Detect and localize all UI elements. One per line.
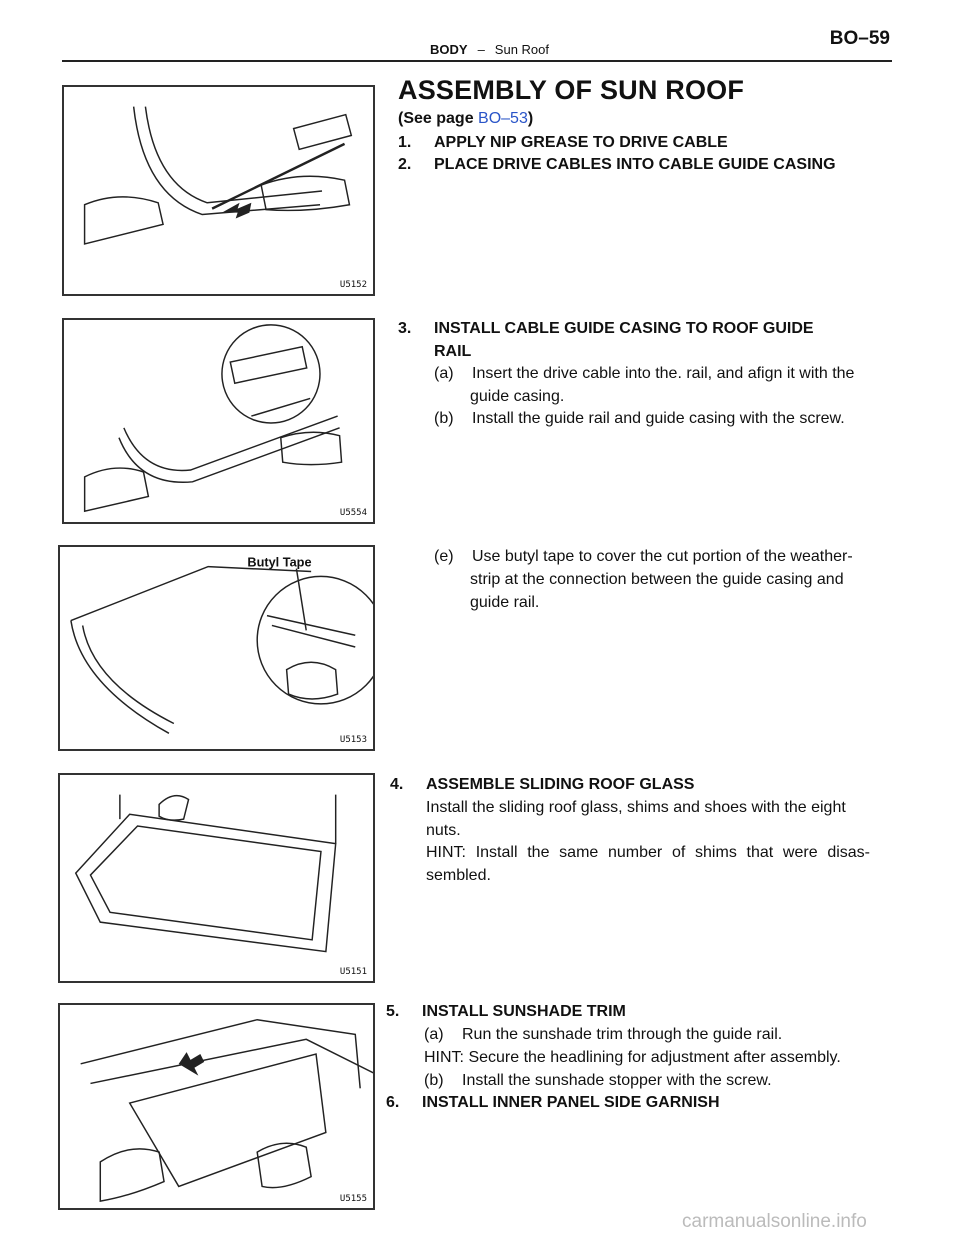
step-4-hint-line-1: HINT: Install the same number of shims t… xyxy=(426,844,870,861)
step-6: 6.INSTALL INNER PANEL SIDE GARNISH xyxy=(386,1094,720,1111)
step-4-line-1: Install the sliding roof glass, shims an… xyxy=(426,799,846,816)
figure-code: U5152 xyxy=(339,280,367,290)
header-section-name: BODY xyxy=(430,42,468,57)
figure-code: U5153 xyxy=(339,735,367,745)
figure-sunshade-trim: U5155 xyxy=(58,1003,375,1210)
step-3b: (b)Install the guide rail and guide casi… xyxy=(434,410,845,427)
step-5b: (b)Install the sunshade stopper with the… xyxy=(424,1072,772,1089)
page-header: BODY–Sun Roof BO–59 xyxy=(0,0,960,62)
header-subsection: Sun Roof xyxy=(494,42,549,57)
step-3e-line-1: (e)Use butyl tape to cover the cut porti… xyxy=(434,548,853,565)
step-3e-line-3: guide rail. xyxy=(470,594,540,611)
header-separator: – xyxy=(477,42,485,57)
step-3a-line-1: (a)Insert the drive cable into the. rail… xyxy=(434,365,855,382)
header-rule xyxy=(62,60,892,62)
page-title: ASSEMBLY OF SUN ROOF xyxy=(398,75,745,105)
cable-guide-casing-illustration xyxy=(83,324,343,513)
figure-cable-guide-casing: U5554 xyxy=(62,318,375,524)
step-4: 4.ASSEMBLE SLIDING ROOF GLASS xyxy=(390,776,695,793)
figure-code: U5155 xyxy=(339,1194,367,1204)
figure-sliding-roof-glass: U5151 xyxy=(58,773,375,983)
step-5: 5.INSTALL SUNSHADE TRIM xyxy=(386,1003,626,1020)
sliding-roof-glass-illustration xyxy=(74,794,337,953)
step-3e-line-2: strip at the connection between the guid… xyxy=(470,571,844,588)
step-4-hint-line-2: sembled. xyxy=(426,867,491,884)
figure-code: U5554 xyxy=(339,508,367,518)
step-2: 2.PLACE DRIVE CABLES INTO CABLE GUIDE CA… xyxy=(398,156,836,173)
figure-drive-cable: U5152 xyxy=(62,85,375,296)
step-3-line-2: RAIL xyxy=(434,343,472,360)
step-5-hint: HINT: Secure the headlining for adjustme… xyxy=(424,1049,841,1066)
figure-code: U5151 xyxy=(339,967,367,977)
header-section: BODY–Sun Roof xyxy=(430,42,549,57)
butyl-tape-callout: Butyl Tape xyxy=(247,555,311,570)
see-page-reference: (See page BO–53) xyxy=(398,110,534,127)
page-code: BO–59 xyxy=(829,28,890,49)
butyl-tape-illustration: Butyl Tape xyxy=(70,555,373,734)
step-5a: (a)Run the sunshade trim through the gui… xyxy=(424,1026,783,1043)
step-3a-line-2: guide casing. xyxy=(470,388,565,405)
step-4-line-2: nuts. xyxy=(426,822,461,839)
watermark: carmanualsonline.info xyxy=(682,1211,867,1232)
step-1: 1.APPLY NIP GREASE TO DRIVE CABLE xyxy=(398,134,728,151)
sunshade-trim-illustration xyxy=(80,1018,373,1203)
figure-butyl-tape: Butyl Tape U5153 xyxy=(58,545,375,751)
step-3-line-1: 3.INSTALL CABLE GUIDE CASING TO ROOF GUI… xyxy=(398,320,814,337)
see-page-link[interactable]: BO–53 xyxy=(478,110,528,127)
drive-cable-illustration xyxy=(83,106,353,245)
